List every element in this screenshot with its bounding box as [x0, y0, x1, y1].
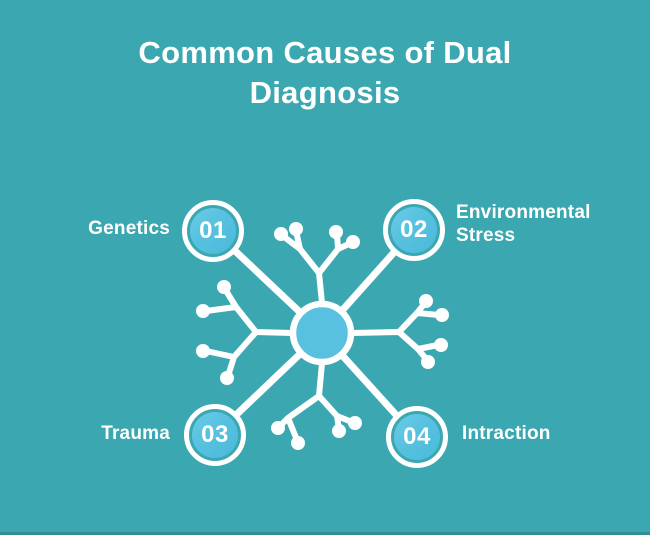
dendrite-tip-dot [346, 235, 360, 249]
dendrite-branch-right [349, 300, 442, 363]
dendrite-tip-dot [220, 371, 234, 385]
neuron-hub-circle [289, 300, 355, 366]
node-label-intraction: Intraction [462, 423, 551, 444]
dendrite-tip-dot [329, 225, 343, 239]
dendrite-branch-bottom [277, 360, 355, 443]
node-circle-01: 01 [182, 200, 244, 262]
dendrite-tip-dot [274, 227, 288, 241]
page-title: Common Causes of Dual Diagnosis [138, 35, 512, 110]
dendrite-branch-top [280, 228, 354, 306]
dendrite-tip-dot [421, 355, 435, 369]
node-label-trauma: Trauma [101, 423, 170, 444]
dendrite-tip-dot [348, 416, 362, 430]
node-circle-02-fill [391, 207, 437, 253]
node-circle-02: 02 [383, 199, 445, 261]
node-circle-01-fill [190, 208, 236, 254]
dendrite-tip-dot [196, 304, 210, 318]
node-circle-03: 03 [184, 404, 246, 466]
node-number-04: 04 [403, 423, 431, 450]
dendrite-tip-dot [271, 421, 285, 435]
dendrite-tip-dot [419, 294, 433, 308]
node-circle-04: 04 [386, 406, 448, 468]
node-number-01: 01 [199, 217, 227, 244]
dendrite-tip-dot [196, 344, 210, 358]
dendrite-tip-dot [332, 424, 346, 438]
dendrite-tip-dot [291, 436, 305, 450]
node-label-genetics: Genetics [88, 218, 170, 239]
node-number-03: 03 [201, 421, 229, 448]
dendrite-branch-left [203, 286, 295, 379]
dendrite-tip-dot [434, 338, 448, 352]
dendrite-tip-dot [217, 280, 231, 294]
node-circle-04-fill [394, 414, 440, 460]
bottom-edge-shadow [0, 532, 650, 535]
dendrite-tip-dot [289, 222, 303, 236]
node-circle-03-fill [192, 412, 238, 458]
dendrite-tip-dot [435, 308, 449, 322]
dendrite-branches [203, 228, 442, 443]
node-number-02: 02 [400, 216, 428, 243]
dendrite-tip-dots [196, 222, 449, 450]
node-label-environmental-stress: Environmental Stress [456, 202, 591, 246]
